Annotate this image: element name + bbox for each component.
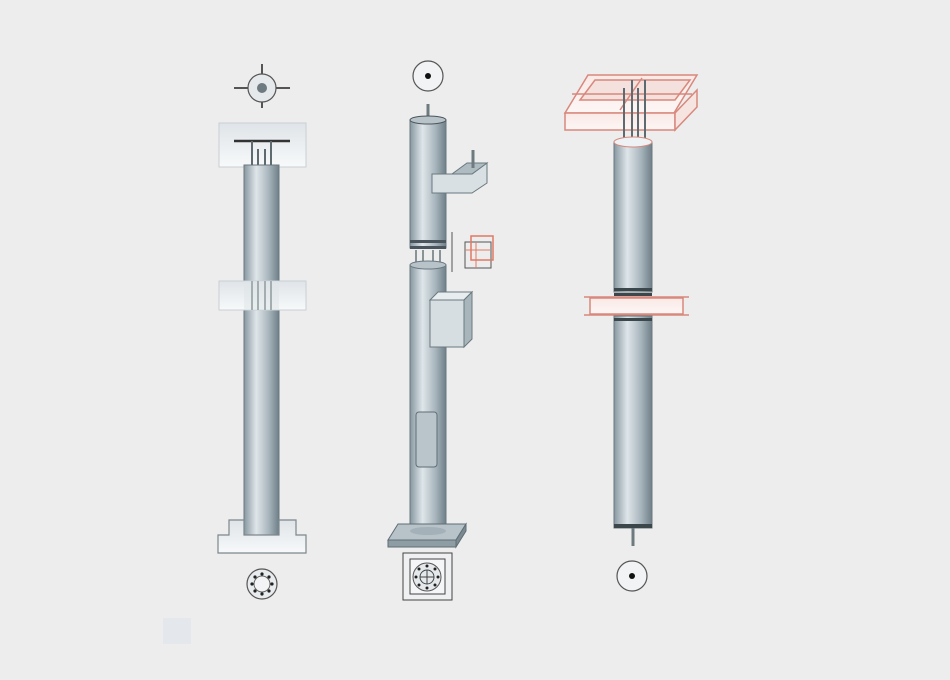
footing [217, 519, 307, 554]
middle-steel-beam [584, 296, 689, 316]
base-plate [387, 522, 467, 549]
middle-column [387, 60, 494, 601]
top-section-symbol-icon [234, 64, 290, 108]
reinforcement-detail [451, 232, 494, 272]
column-shaft [243, 164, 280, 536]
upper-shaft [613, 141, 653, 293]
top-section-symbol-icon [412, 60, 444, 92]
bottom-section-symbol-icon [616, 560, 648, 592]
right-column [563, 74, 699, 592]
base-plate-plan-symbol-icon [402, 552, 453, 601]
top-slab [218, 122, 307, 168]
bracket-box [428, 290, 474, 349]
bottom-section-symbol-icon [246, 568, 278, 600]
decorative-square [163, 618, 191, 644]
access-panel [415, 411, 438, 468]
lower-shaft [613, 315, 653, 529]
left-column [217, 64, 307, 600]
corbel-bracket [431, 150, 489, 194]
